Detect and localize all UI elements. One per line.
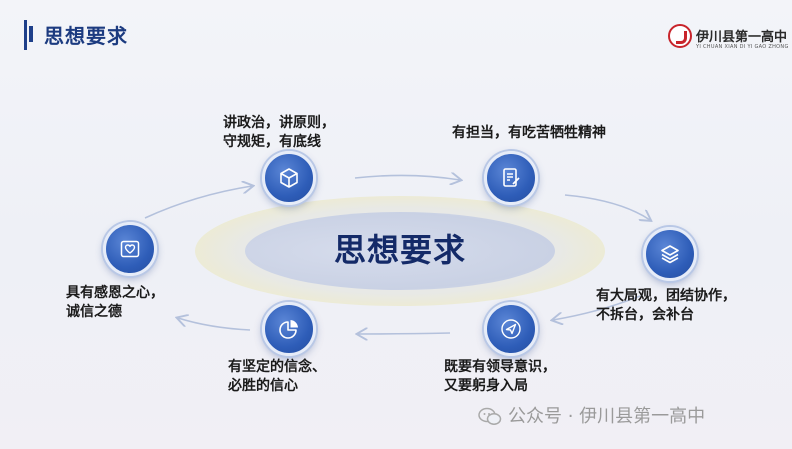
arrow-4 (358, 333, 451, 334)
node-label-3-line-2: 不拆台，会补台 (596, 307, 694, 323)
layers-icon (661, 245, 679, 264)
cube-icon (280, 168, 298, 188)
arrow-1 (354, 175, 460, 180)
node-label-2: 有担当，有吃苦牺牲精神 (452, 124, 606, 143)
node-label-1-line-2: 守规矩，有底线 (223, 134, 321, 150)
arrow-3 (553, 295, 641, 320)
school-logo: 伊川县第一高中 YI CHUAN XIAN DI YI GAO ZHONG (668, 24, 788, 54)
node-document (484, 151, 538, 205)
header-accent-bar-small (29, 26, 33, 42)
node-send (484, 302, 538, 356)
node-label-6: 具有感恩之心， 诚信之德 (66, 284, 164, 322)
node-label-6-line-2: 诚信之德 (66, 304, 122, 320)
node-label-5-line-2: 必胜的信心 (228, 378, 298, 394)
node-label-5-line-1: 有坚定的信念、 (228, 359, 326, 375)
node-label-5: 有坚定的信念、 必胜的信心 (228, 358, 326, 396)
node-label-4: 既要有领导意识， 又要躬身入局 (444, 358, 556, 396)
pie-chart-icon (279, 320, 298, 339)
center-title: 思想要求 (333, 231, 466, 269)
school-emblem-icon (668, 24, 692, 48)
arrow-5 (178, 318, 251, 331)
node-layers (643, 227, 697, 281)
arrow-6 (144, 186, 252, 219)
node-label-4-line-1: 既要有领导意识， (444, 359, 556, 375)
header-accent-bar (24, 20, 27, 50)
page-title: 思想要求 (44, 24, 128, 48)
node-label-3: 有大局观，团结协作， 不拆台，会补台 (596, 287, 736, 325)
school-name: 伊川县第一高中 (696, 30, 788, 45)
node-label-4-line-2: 又要躬身入局 (444, 378, 528, 394)
watermark-text: 公众号 · 伊川县第一高中 (508, 406, 706, 427)
arrow-2 (564, 194, 650, 220)
node-label-1-line-1: 讲政治，讲原则， (223, 115, 335, 131)
send-icon (501, 319, 521, 339)
node-cube (262, 151, 316, 205)
node-label-2-line-1: 有担当，有吃苦牺牲精神 (452, 125, 606, 141)
heart-frame-icon (120, 240, 140, 258)
node-label-6-line-1: 具有感恩之心， (66, 285, 164, 301)
node-pie (262, 302, 316, 356)
school-name-pinyin: YI CHUAN XIAN DI YI GAO ZHONG (696, 44, 789, 50)
node-label-3-line-1: 有大局观，团结协作， (596, 288, 736, 304)
center-ellipse (245, 212, 555, 290)
node-label-1: 讲政治，讲原则， 守规矩，有底线 (223, 114, 335, 152)
node-heart-frame (103, 222, 157, 276)
document-edit-icon (503, 168, 520, 187)
wechat-icon (478, 407, 502, 425)
